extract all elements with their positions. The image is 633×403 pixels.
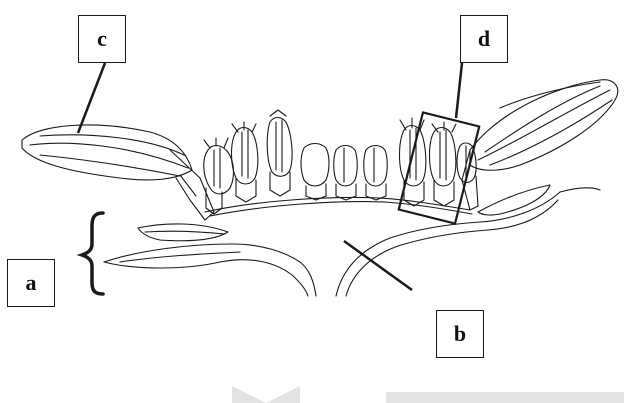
leader-line-c [78,63,105,133]
bracket-a [82,213,103,294]
right-ray-floret [462,80,618,210]
disc-florets [204,110,476,214]
label-a: a [7,259,55,307]
label-b: b [436,310,484,358]
disc-floret-highlight-box [399,112,479,223]
left-ray-floret [22,125,214,220]
leader-line-b [344,241,412,290]
label-c: c [78,15,126,63]
watermark-bar [386,392,624,403]
watermark-chevron [232,386,300,403]
label-d: d [460,15,508,63]
leader-line-d [456,63,462,118]
